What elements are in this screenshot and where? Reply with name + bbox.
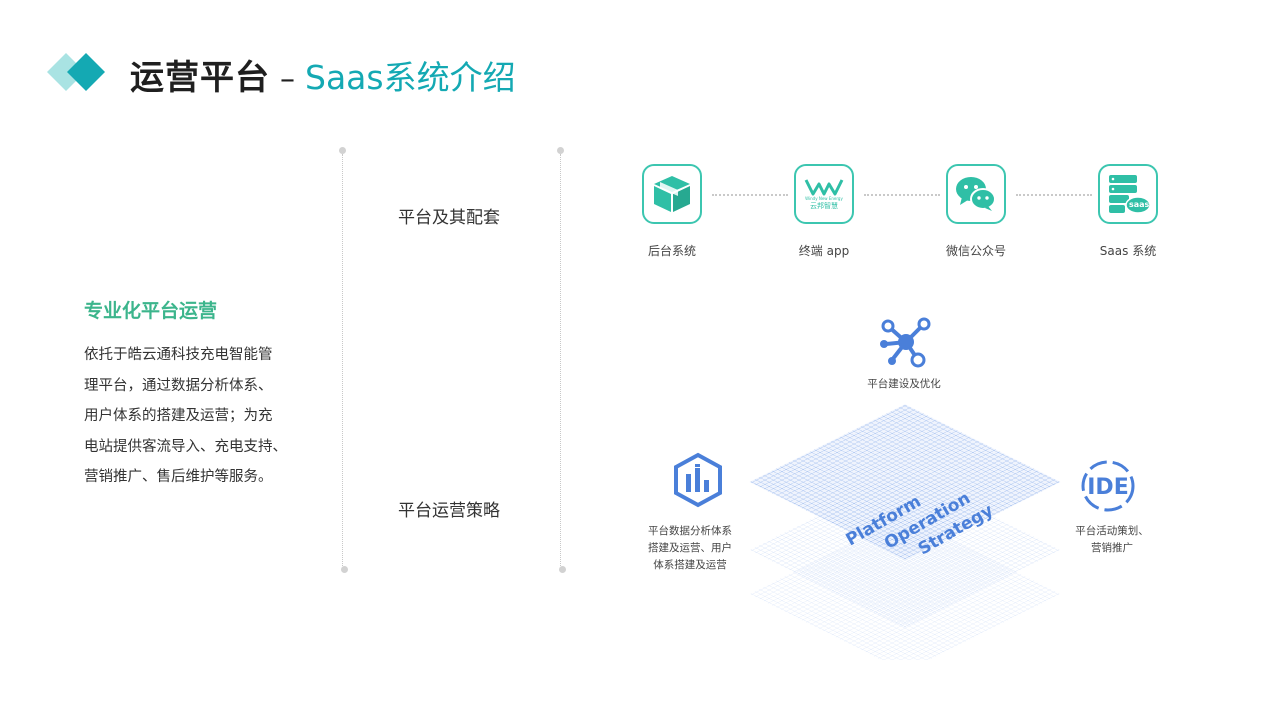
platform-item-label: 终端 app (798, 244, 850, 258)
platform-item-label: Saas 系统 (1099, 244, 1157, 258)
strategy-caption-top: 平台建设及优化 (867, 378, 941, 390)
feature-description-line: 理平台，通过数据分析体系、 (84, 377, 273, 394)
caption-line: 体系搭建及运营 (653, 559, 727, 571)
feature-heading: 专业化平台运营 (84, 300, 218, 322)
page-title: 运营平台 – Saas系统介绍 (130, 50, 516, 98)
caption-line: 搭建及运营、用户 (648, 542, 732, 554)
hexagon-chart-icon (674, 452, 722, 508)
divider-dot (339, 147, 346, 154)
connector-dots (864, 194, 940, 196)
ide-badge-text: IDE (1087, 475, 1128, 500)
section-label-platform: 平台及其配套 (398, 208, 500, 228)
feature-description-line: 依托于皓云通科技充电智能管 (84, 347, 273, 363)
page-title-sub: Saas系统介绍 (305, 58, 516, 97)
page-title-main: 运营平台 (130, 58, 270, 98)
section-label-strategy: 平台运营策略 (398, 501, 500, 521)
app-logo-text-cn: 云邦智慧 (810, 201, 838, 210)
divider-dot (557, 147, 564, 154)
caption-line: 平台活动策划、 (1075, 525, 1149, 537)
page-title-dash: – (280, 62, 295, 97)
divider-line-left (342, 154, 343, 566)
saas-server-icon (1109, 175, 1150, 214)
feature-description-line: 电站提供客流导入、充电支持、 (84, 438, 287, 455)
connector-dots (712, 194, 788, 196)
saas-badge: saas (1129, 200, 1150, 209)
app-logo-text-en: Windy New Energy (805, 195, 843, 201)
divider-dot (559, 566, 566, 573)
connector-dots (1016, 194, 1092, 196)
ide-icon: IDE (1081, 460, 1135, 512)
feature-description-line: 用户体系的搭建及运营；为充 (84, 408, 273, 424)
network-icon (880, 317, 931, 368)
platform-item-label: 后台系统 (647, 244, 696, 258)
platform-item-label: 微信公众号 (945, 244, 1006, 258)
platform-item-app: Windy New Energy 云邦智慧 (794, 164, 854, 224)
platform-item-backend (642, 164, 702, 224)
platform-item-wechat (946, 164, 1006, 224)
feature-description: 依托于皓云通科技充电智能管 理平台，通过数据分析体系、 用户体系的搭建及运营；为… (84, 340, 310, 493)
strategy-caption-right: 平台活动策划、 营销推广 (1052, 523, 1172, 557)
divider-line-right (560, 154, 561, 566)
app-logo-icon (804, 178, 844, 195)
caption-line: 营销推广 (1091, 542, 1133, 554)
diamond-logo-icon (47, 53, 105, 91)
feature-description-line: 营销推广、售后维护等服务。 (84, 469, 273, 485)
platform-item-saas: saas (1098, 164, 1158, 224)
box-icon (654, 176, 690, 212)
divider-dot (341, 566, 348, 573)
wechat-icon (956, 177, 996, 211)
layered-grid-illustration: Platform Operation Strategy (749, 404, 1061, 660)
strategy-caption-left: 平台数据分析体系 搭建及运营、用户 体系搭建及运营 (630, 523, 750, 574)
caption-line: 平台数据分析体系 (648, 525, 732, 537)
